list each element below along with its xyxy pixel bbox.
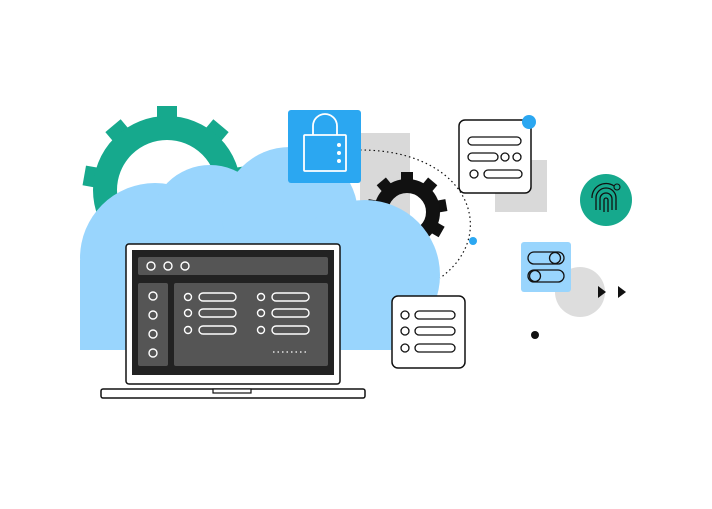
notification-dot [522, 115, 536, 129]
laptop-main-panel [174, 283, 328, 366]
lock-icon [303, 113, 347, 172]
toggle-switch-icon [521, 242, 605, 317]
lock-tile [288, 110, 361, 183]
laptop-icon [100, 243, 366, 399]
checklist-card-icon [458, 115, 536, 194]
black-dot [531, 331, 539, 339]
checklist-card-icon [391, 295, 466, 369]
fingerprint-icon [580, 174, 632, 226]
accent-dot [469, 237, 477, 245]
dotted-connector-line [359, 149, 471, 279]
laptop-sidebar [138, 283, 168, 366]
play-arrow-icon [598, 286, 626, 298]
